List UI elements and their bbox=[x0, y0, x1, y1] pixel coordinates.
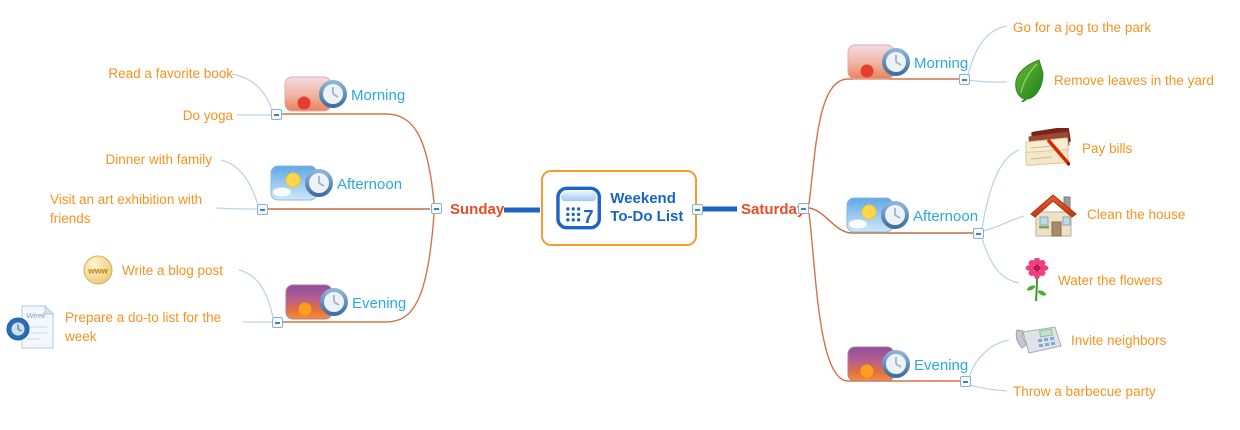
bills-pen-icon bbox=[1025, 128, 1071, 166]
collapse-toggle-sunday-evening[interactable] bbox=[272, 317, 283, 328]
task-write-blog-post[interactable]: www Write a blog post bbox=[82, 254, 223, 286]
task-clean-house[interactable]: Clean the house bbox=[1027, 190, 1185, 238]
task-dinner-with-family[interactable]: Dinner with family bbox=[105, 152, 212, 167]
collapse-toggle-saturday[interactable] bbox=[798, 203, 809, 214]
house-icon bbox=[1030, 194, 1077, 237]
root-topic[interactable]: 7 Weekend To-Do List bbox=[541, 170, 697, 246]
node-saturday-morning[interactable]: Morning bbox=[847, 43, 968, 83]
leaf-icon bbox=[1015, 59, 1044, 102]
telephone-icon bbox=[1015, 326, 1062, 354]
evening-sunset-clock-icon bbox=[285, 284, 348, 320]
collapse-toggle-sunday-afternoon[interactable] bbox=[257, 204, 268, 215]
task-throw-barbecue-party[interactable]: Throw a barbecue party bbox=[1013, 384, 1156, 399]
week-document-clock-icon: Week bbox=[6, 304, 55, 349]
task-do-yoga[interactable]: Do yoga bbox=[182, 108, 233, 123]
morning-sunrise-clock-icon bbox=[284, 76, 347, 112]
collapse-toggle-saturday-evening[interactable] bbox=[960, 376, 971, 387]
node-label: Morning bbox=[914, 54, 969, 72]
task-label: Water the flowers bbox=[1058, 272, 1163, 288]
task-go-for-jog[interactable]: Go for a jog to the park bbox=[1013, 20, 1152, 35]
task-invite-neighbors[interactable]: Invite neighbors bbox=[1013, 322, 1166, 358]
node-label: Afternoon bbox=[913, 207, 979, 225]
evening-sunset-clock-icon bbox=[847, 346, 910, 382]
node-sunday-morning[interactable]: Morning bbox=[284, 75, 405, 115]
node-label: Afternoon bbox=[337, 175, 403, 193]
branch-sunday-label[interactable]: Sunday bbox=[450, 201, 505, 218]
collapse-toggle-saturday-morning[interactable] bbox=[959, 74, 970, 85]
node-label: Morning bbox=[351, 86, 406, 104]
afternoon-sky-clock-icon bbox=[846, 197, 909, 233]
task-read-favorite-book[interactable]: Read a favorite book bbox=[108, 66, 233, 81]
collapse-toggle-root-right[interactable] bbox=[692, 204, 703, 215]
morning-sunrise-clock-icon bbox=[847, 44, 910, 80]
task-visit-art-exhibition[interactable]: Visit an art exhibition with friends bbox=[50, 192, 203, 226]
calendar-icon: 7 bbox=[556, 186, 602, 230]
task-label: Invite neighbors bbox=[1071, 332, 1167, 348]
collapse-toggle-saturday-afternoon[interactable] bbox=[973, 228, 984, 239]
task-pay-bills[interactable]: Pay bills bbox=[1022, 128, 1132, 168]
calendar-day-number: 7 bbox=[583, 206, 593, 227]
week-icon-label: Week bbox=[26, 311, 46, 320]
www-icon-label: www bbox=[87, 266, 108, 276]
afternoon-sky-clock-icon bbox=[270, 165, 333, 201]
task-label: Pay bills bbox=[1082, 140, 1133, 156]
node-saturday-evening[interactable]: Evening bbox=[847, 345, 968, 385]
task-water-flowers[interactable]: Water the flowers bbox=[1024, 258, 1163, 302]
flower-icon bbox=[1025, 258, 1049, 302]
root-title: Weekend To-Do List bbox=[610, 190, 684, 225]
www-globe-icon: www bbox=[83, 255, 113, 285]
task-prepare-todo-list[interactable]: Week Prepare a do-to list for the week bbox=[5, 303, 240, 351]
node-label: Evening bbox=[914, 356, 969, 374]
collapse-toggle-sunday-morning[interactable] bbox=[271, 109, 282, 120]
task-label: Clean the house bbox=[1087, 206, 1186, 222]
collapse-toggle-sunday[interactable] bbox=[431, 203, 442, 214]
node-sunday-afternoon[interactable]: Afternoon bbox=[270, 164, 402, 204]
task-label: Remove leaves in the yard bbox=[1054, 72, 1214, 88]
node-label: Evening bbox=[352, 294, 407, 312]
task-remove-leaves[interactable]: Remove leaves in the yard bbox=[1012, 58, 1214, 102]
task-label: Prepare a do-to list for the week bbox=[65, 310, 222, 344]
branch-saturday-label[interactable]: Saturday bbox=[741, 201, 806, 218]
node-sunday-evening[interactable]: Evening bbox=[285, 283, 406, 323]
task-label: Write a blog post bbox=[122, 262, 224, 278]
node-saturday-afternoon[interactable]: Afternoon bbox=[846, 196, 978, 236]
